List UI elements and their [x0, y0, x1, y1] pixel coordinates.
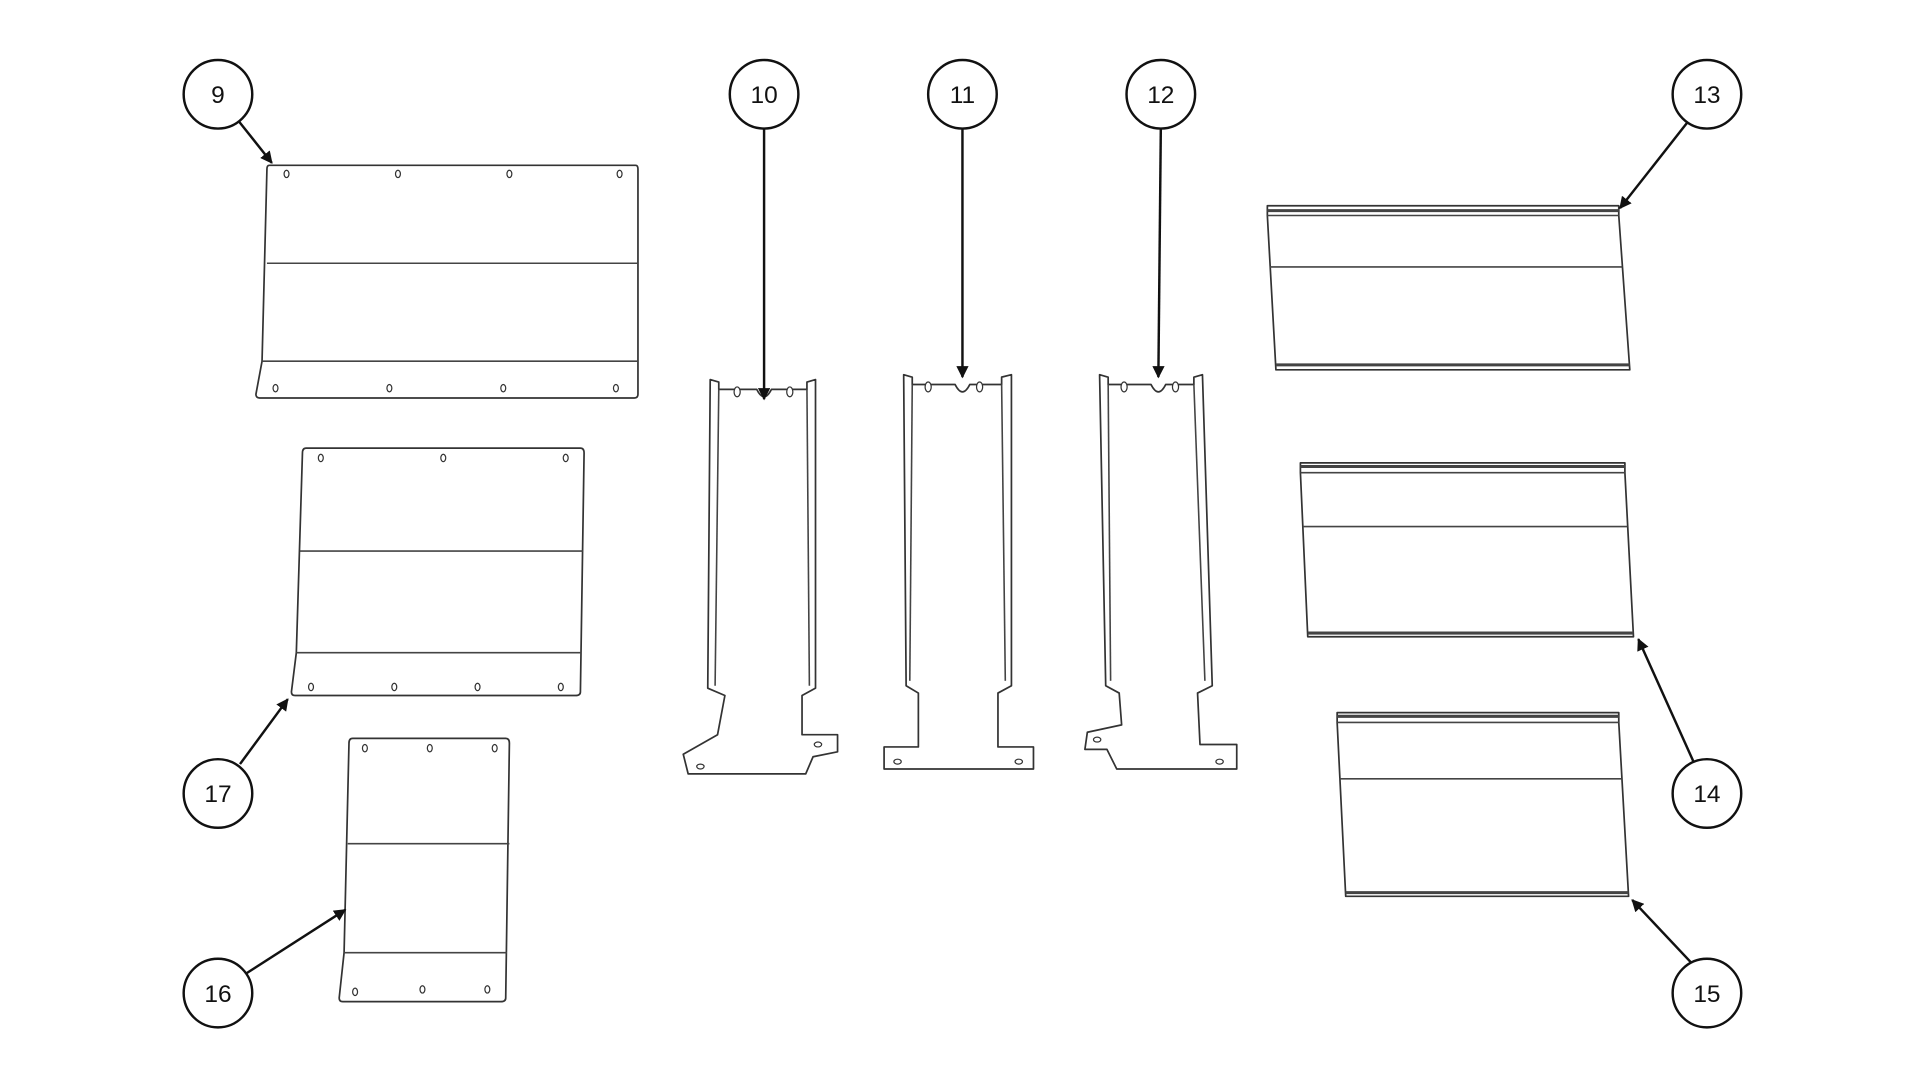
callout-17: 17: [182, 757, 254, 829]
leader-16: [245, 908, 347, 975]
callout-label: 16: [204, 981, 231, 1008]
callout-11: 11: [926, 58, 998, 130]
callout-label: 15: [1693, 981, 1720, 1008]
callout-13: 13: [1671, 58, 1743, 130]
callout-12: 12: [1125, 58, 1197, 130]
part-13-channel: [1266, 204, 1631, 371]
callout-label: 9: [211, 82, 225, 109]
callout-label: 13: [1693, 82, 1720, 109]
part-16-panel: [338, 737, 511, 1003]
part-14-channel: [1299, 462, 1635, 638]
leader-17: [239, 698, 289, 765]
part-12-post: [1084, 373, 1238, 770]
callout-label: 17: [204, 781, 231, 808]
leader-15: [1631, 899, 1692, 964]
callout-10: 10: [728, 58, 800, 130]
callout-16: 16: [182, 957, 254, 1029]
part-11-post: [883, 373, 1035, 770]
callout-14: 14: [1671, 757, 1743, 829]
callout-label: 14: [1693, 781, 1720, 808]
leader-9: [237, 120, 273, 164]
part-10-post: [682, 378, 839, 775]
callout-label: 12: [1147, 82, 1174, 109]
leader-13: [1619, 121, 1689, 210]
part-9-panel: [255, 164, 639, 399]
part-17-panel: [290, 447, 585, 697]
callout-9: 9: [182, 58, 254, 130]
leader-12: [1152, 128, 1165, 379]
callout-label: 11: [950, 82, 975, 109]
callout-label: 10: [750, 82, 777, 109]
callout-15: 15: [1671, 957, 1743, 1029]
leader-14: [1637, 638, 1695, 763]
leader-lines: [237, 120, 1695, 975]
part-15-channel: [1336, 711, 1630, 898]
